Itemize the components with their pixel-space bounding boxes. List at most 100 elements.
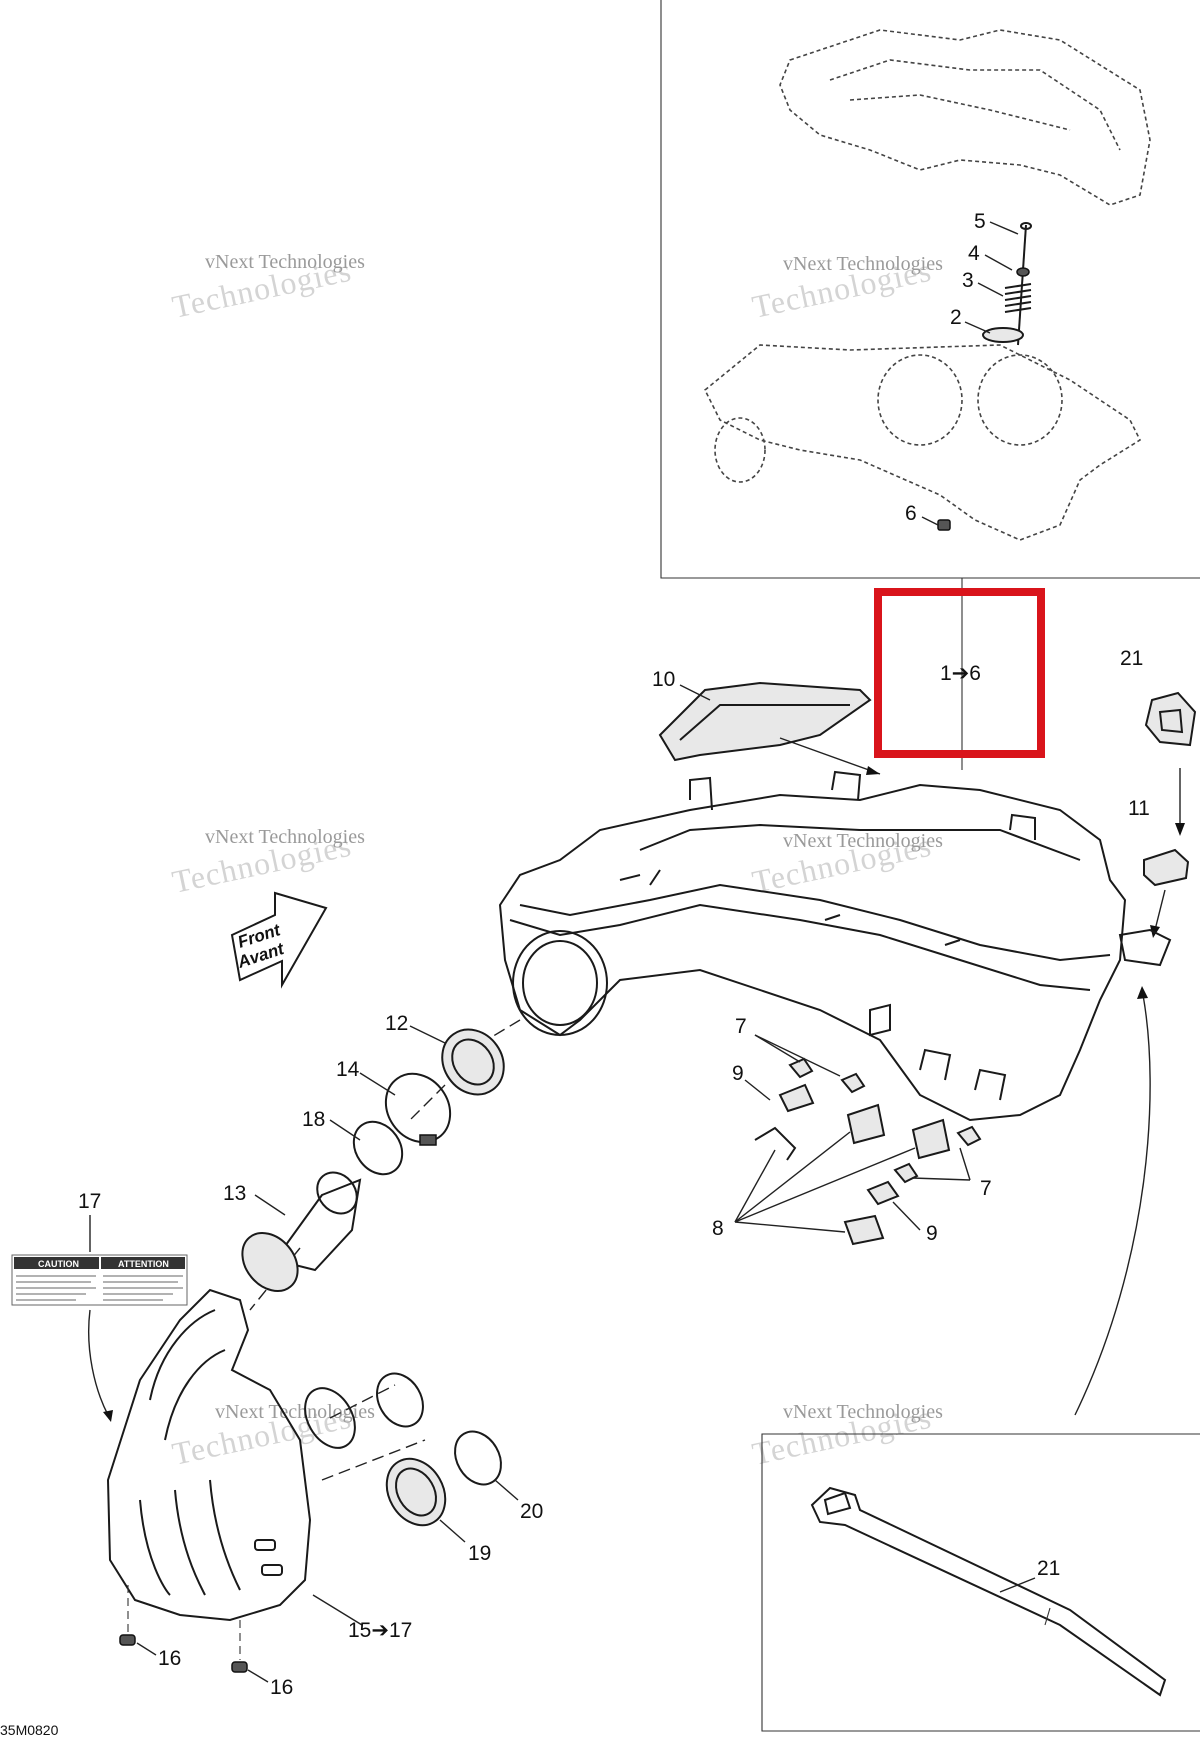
warning-label-header-right <box>101 1257 185 1269</box>
watermark-5: Technologies vNext Technologies <box>169 1399 375 1472</box>
arrow-head-21-curve <box>1137 986 1148 999</box>
watermark-1: Technologies vNext Technologies <box>169 251 365 325</box>
leader-17-curve <box>87 1309 109 1416</box>
watermark-text: vNext Technologies <box>205 826 365 848</box>
part-21-loop-hole <box>1158 708 1184 734</box>
callout-20: 20 <box>520 1500 543 1523</box>
callout-2: 2 <box>950 306 962 329</box>
axis-line-4 <box>329 1384 396 1419</box>
leader-7a-1 <box>754 1034 801 1063</box>
leader-13 <box>254 1194 286 1216</box>
leader-7b-2 <box>911 1177 971 1181</box>
part-19-coupler <box>385 1457 447 1527</box>
part-8-bracket-d <box>843 1214 885 1246</box>
part-8-bracket-a <box>778 1083 815 1113</box>
callout-5: 5 <box>974 210 986 233</box>
airbox-intake-port-inner <box>522 940 598 1026</box>
warning-label-attention: ATTENTION <box>118 1259 169 1269</box>
part-3-spring <box>1004 283 1032 313</box>
airbox-top-ridge <box>639 823 861 851</box>
part-10-shape <box>658 681 872 762</box>
leader-8-4 <box>734 1221 846 1233</box>
warning-label-text-lines <box>16 1275 183 1301</box>
part-13-duct-flange <box>241 1232 299 1292</box>
arrow-head-21 <box>1175 823 1185 836</box>
main-airbox <box>498 770 1127 1122</box>
watermark-3: Technologies vNext Technologies <box>169 826 365 900</box>
axis-line-1 <box>469 1019 521 1051</box>
part-6-nut <box>937 519 951 531</box>
parts-19-20: 20 19 <box>376 1372 543 1565</box>
warning-label-header-left <box>14 1257 99 1269</box>
part-14-clamp-screw <box>419 1134 437 1146</box>
leader-9a <box>744 1079 771 1101</box>
part-2-grommet <box>982 327 1024 343</box>
leader-4 <box>984 254 1013 271</box>
callout-8: 8 <box>712 1217 724 1240</box>
airbox-foot-1 <box>919 1048 952 1081</box>
diagram-code: 35M0820 <box>0 1722 59 1738</box>
part-16-nut-a <box>119 1634 136 1646</box>
callout-16-a: 16 <box>158 1647 181 1670</box>
leader-18 <box>329 1119 361 1141</box>
part-15-slot-1 <box>254 1539 276 1551</box>
leader-2 <box>964 321 991 334</box>
warning-label-caution: CAUTION <box>38 1259 79 1269</box>
part-21-strap-loop <box>823 1491 852 1516</box>
leader-21-bottom <box>999 1577 1036 1593</box>
part-20-clamp-a <box>376 1372 424 1428</box>
part-9-clip-a <box>754 1126 797 1161</box>
airbox-tab-3 <box>1009 813 1036 840</box>
callout-14: 14 <box>336 1058 360 1081</box>
airbox-top-ridge-2 <box>860 829 1081 861</box>
airbox-rim <box>519 883 1111 962</box>
part-21-strap <box>810 1486 1167 1697</box>
inset-panel-top: 5 4 3 2 6 <box>660 0 1200 579</box>
callout-9-top: 9 <box>732 1062 744 1085</box>
part-8-bracket-b <box>846 1103 886 1145</box>
leader-8-3 <box>734 1147 916 1223</box>
part-10-lid-cover: 10 <box>652 668 881 775</box>
part-19-coupler-inner <box>395 1467 437 1517</box>
leader-9b <box>892 1201 921 1231</box>
arrow-head-17 <box>103 1410 113 1422</box>
leader-19 <box>439 1519 466 1543</box>
part-18-o-ring <box>352 1120 404 1176</box>
leader-20 <box>494 1479 519 1501</box>
leader-7a-2 <box>754 1034 841 1077</box>
watermark-6: Technologies vNext Technologies <box>749 1399 943 1472</box>
part-15-lower-cover: 15➔17 <box>106 1288 426 1642</box>
part-12-coupler-inner <box>451 1038 495 1086</box>
leader-10 <box>679 684 711 701</box>
callout-7-bottom: 7 <box>980 1177 992 1200</box>
arrow-head-10 <box>866 766 880 775</box>
parts-16: 16 16 <box>119 1585 293 1699</box>
part-21-loop <box>1144 691 1197 747</box>
part-7-clip-c <box>956 1125 982 1147</box>
watermark-text: vNext Technologies <box>783 830 943 852</box>
part-15-port <box>304 1387 356 1449</box>
callout-11: 11 <box>1128 797 1150 820</box>
part-11-shape <box>1143 848 1190 887</box>
callout-15-17: 15➔17 <box>348 1619 412 1642</box>
leader-11 <box>1154 889 1166 931</box>
leader-10-arrow <box>779 737 881 775</box>
part-21-strap-top: 21 <box>1120 647 1197 836</box>
leader-16a <box>136 1642 157 1656</box>
part-10-ridge <box>679 704 850 741</box>
callout-3: 3 <box>962 269 974 292</box>
callout-7-top: 7 <box>735 1015 747 1038</box>
callout-19: 19 <box>468 1542 491 1565</box>
airbox-foot-2 <box>974 1068 1007 1101</box>
airbox-lid-detail <box>829 59 1121 151</box>
part-8-bracket-c <box>911 1118 951 1160</box>
watermark-2: Technologies vNext Technologies <box>749 252 943 325</box>
part-4-washer <box>1016 267 1030 277</box>
part-7-clip-b <box>840 1072 866 1094</box>
leader-12 <box>409 1025 446 1044</box>
part-9-clip-b <box>866 1180 900 1206</box>
leader-14 <box>359 1072 396 1096</box>
duct-parts: 12 14 18 13 <box>223 1012 521 1311</box>
watermark-text: vNext Technologies <box>215 1401 375 1423</box>
